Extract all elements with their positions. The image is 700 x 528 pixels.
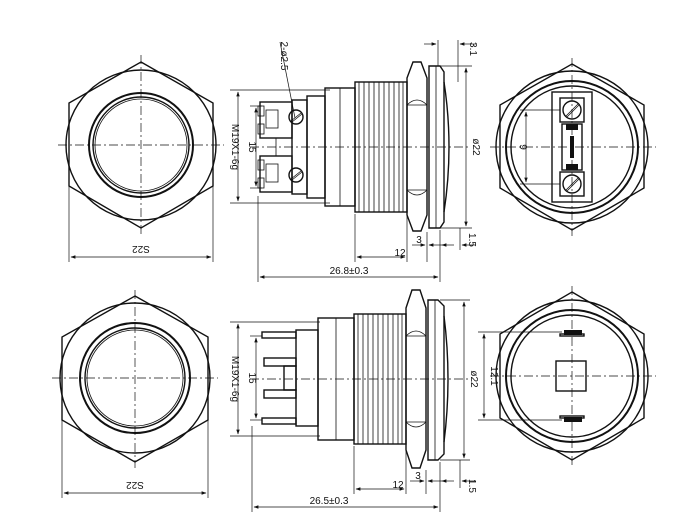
dim-3-1-top: 3.1 xyxy=(467,42,478,56)
thread-label-bottom: M19X1-6g xyxy=(229,356,240,402)
dim-12-top: 12 xyxy=(394,248,406,259)
dim-1-5-bottom: 1.5 xyxy=(466,479,477,493)
dim-1-5-top: 1.5 xyxy=(466,233,477,247)
dim-12-bottom: 12 xyxy=(392,480,404,491)
dia-22-top: ø22 xyxy=(470,138,481,156)
hex-width-label-bottom: S22 xyxy=(126,479,144,490)
bottom-rear-view: 12.1 xyxy=(478,286,656,466)
dim-3-top: 3 xyxy=(416,235,422,246)
top-rear-view: 9 xyxy=(490,58,656,236)
length-bottom: 26.5±0.3 xyxy=(310,496,349,507)
hole-callout: 2-ø2.5 xyxy=(278,42,289,71)
dim-15-bottom: 15 xyxy=(246,372,257,384)
top-front-hex-view: S22 xyxy=(58,55,224,262)
dim-12-1-bottom: 12.1 xyxy=(488,366,499,386)
thread-label-top: M19X1-6g xyxy=(229,124,240,170)
hex-width-label-top: S22 xyxy=(132,243,150,254)
dim-3-bottom: 3 xyxy=(415,471,421,482)
dia-22-bottom: ø22 xyxy=(468,370,479,388)
dim-9-top: 9 xyxy=(517,144,528,150)
bottom-side-view: M19X1-6g 15 xyxy=(229,289,479,512)
bottom-front-hex-view: S22 xyxy=(52,290,218,498)
top-side-view: M19X1-6g 15 2-ø2.5 xyxy=(229,40,481,282)
length-top: 26.8±0.3 xyxy=(330,266,369,277)
